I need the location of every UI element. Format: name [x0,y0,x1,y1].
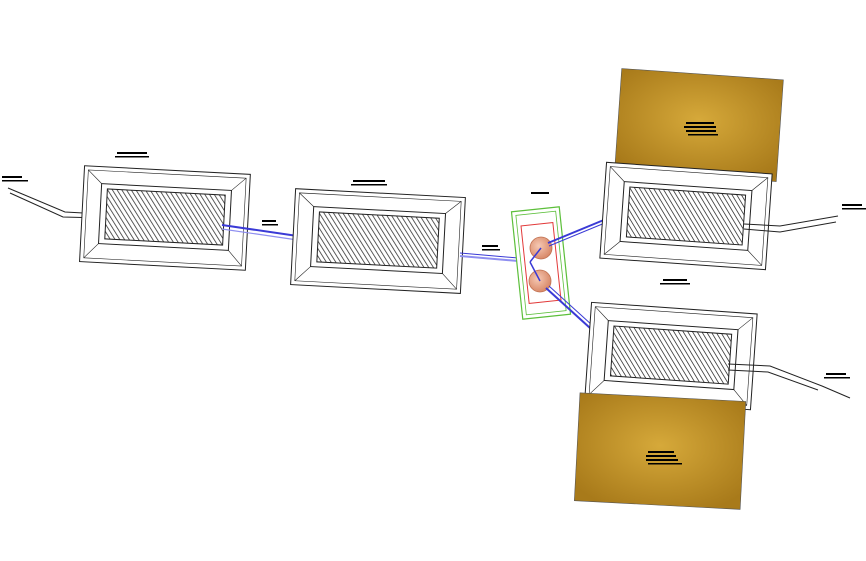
bed-1-label [684,122,718,136]
tank-4-label [660,279,690,285]
distribution-chamber [510,206,572,320]
tank-2 [290,188,466,294]
outlet-pipe-1 [743,204,866,233]
chamber-label [531,192,549,194]
tank-3 [599,161,773,271]
tank-4-hatch [609,325,733,385]
tank-1-label [115,152,149,158]
chamber-internal-pipes [529,247,542,282]
tank-4 [584,301,758,411]
bed-2-label [646,451,682,465]
tank-1 [79,165,251,271]
tank-1-hatch [104,188,226,246]
outlet-pipe-2 [727,363,851,399]
tank-2-hatch [316,211,440,269]
tank-3-hatch [625,186,747,246]
tank-2-label [351,180,387,186]
